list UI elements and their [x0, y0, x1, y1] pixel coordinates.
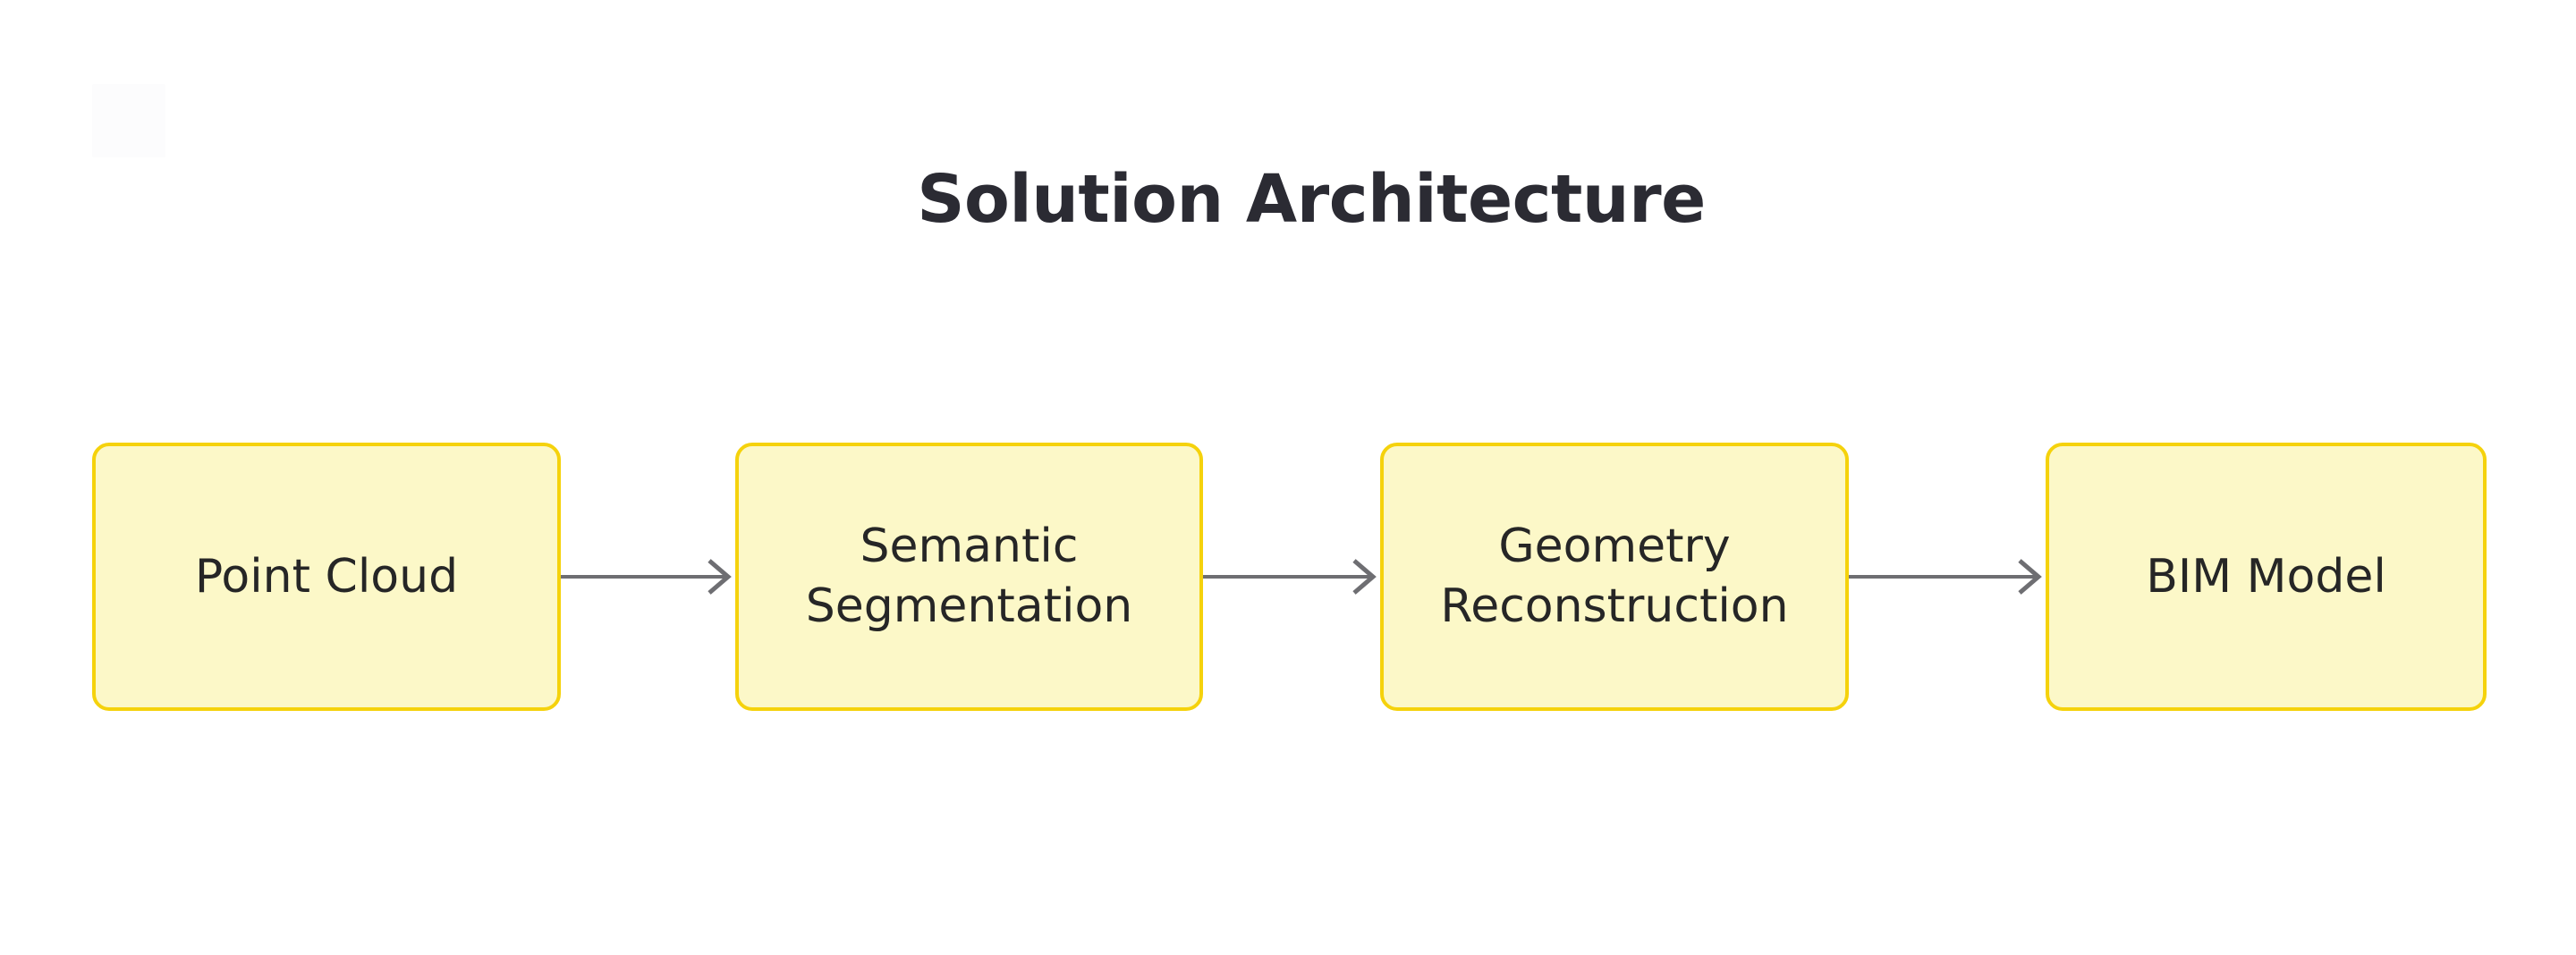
flow-node-semantic-segmentation[interactable]: Semantic Segmentation [735, 443, 1203, 711]
flow-node-label: Geometry Reconstruction [1428, 517, 1801, 636]
flow-arrow-geometry-reconstruction-to-bim-model [1849, 542, 2047, 612]
page-title-text: Solution Architecture [917, 161, 1706, 238]
flow-node-geometry-reconstruction[interactable]: Geometry Reconstruction [1380, 443, 1849, 711]
arrow-icon [1849, 559, 2042, 595]
flow-node-label-line1: Semantic [860, 520, 1079, 574]
page-title: Solution Architecture [0, 166, 2576, 232]
flow-node-label: BIM Model [2133, 547, 2399, 607]
flow-node-label: Semantic Segmentation [793, 517, 1145, 636]
flow-arrow-semantic-segmentation-to-geometry-reconstruction [1203, 542, 1382, 612]
flow-node-label-line1: BIM Model [2146, 549, 2386, 604]
arrow-icon [1203, 559, 1377, 595]
flow-node-label: Point Cloud [182, 547, 470, 607]
flow-node-bim-model[interactable]: BIM Model [2046, 443, 2487, 711]
flow-arrow-point-cloud-to-semantic-segmentation [561, 542, 737, 612]
flow-node-label-line1: Geometry [1498, 520, 1731, 574]
flow-node-point-cloud[interactable]: Point Cloud [92, 443, 561, 711]
background-artifact-block [92, 84, 165, 157]
flow-node-label-line2: Segmentation [805, 579, 1133, 633]
arrow-icon [561, 559, 732, 595]
flow-node-label-line1: Point Cloud [194, 549, 459, 604]
flow-node-label-line2: Reconstruction [1440, 579, 1789, 633]
